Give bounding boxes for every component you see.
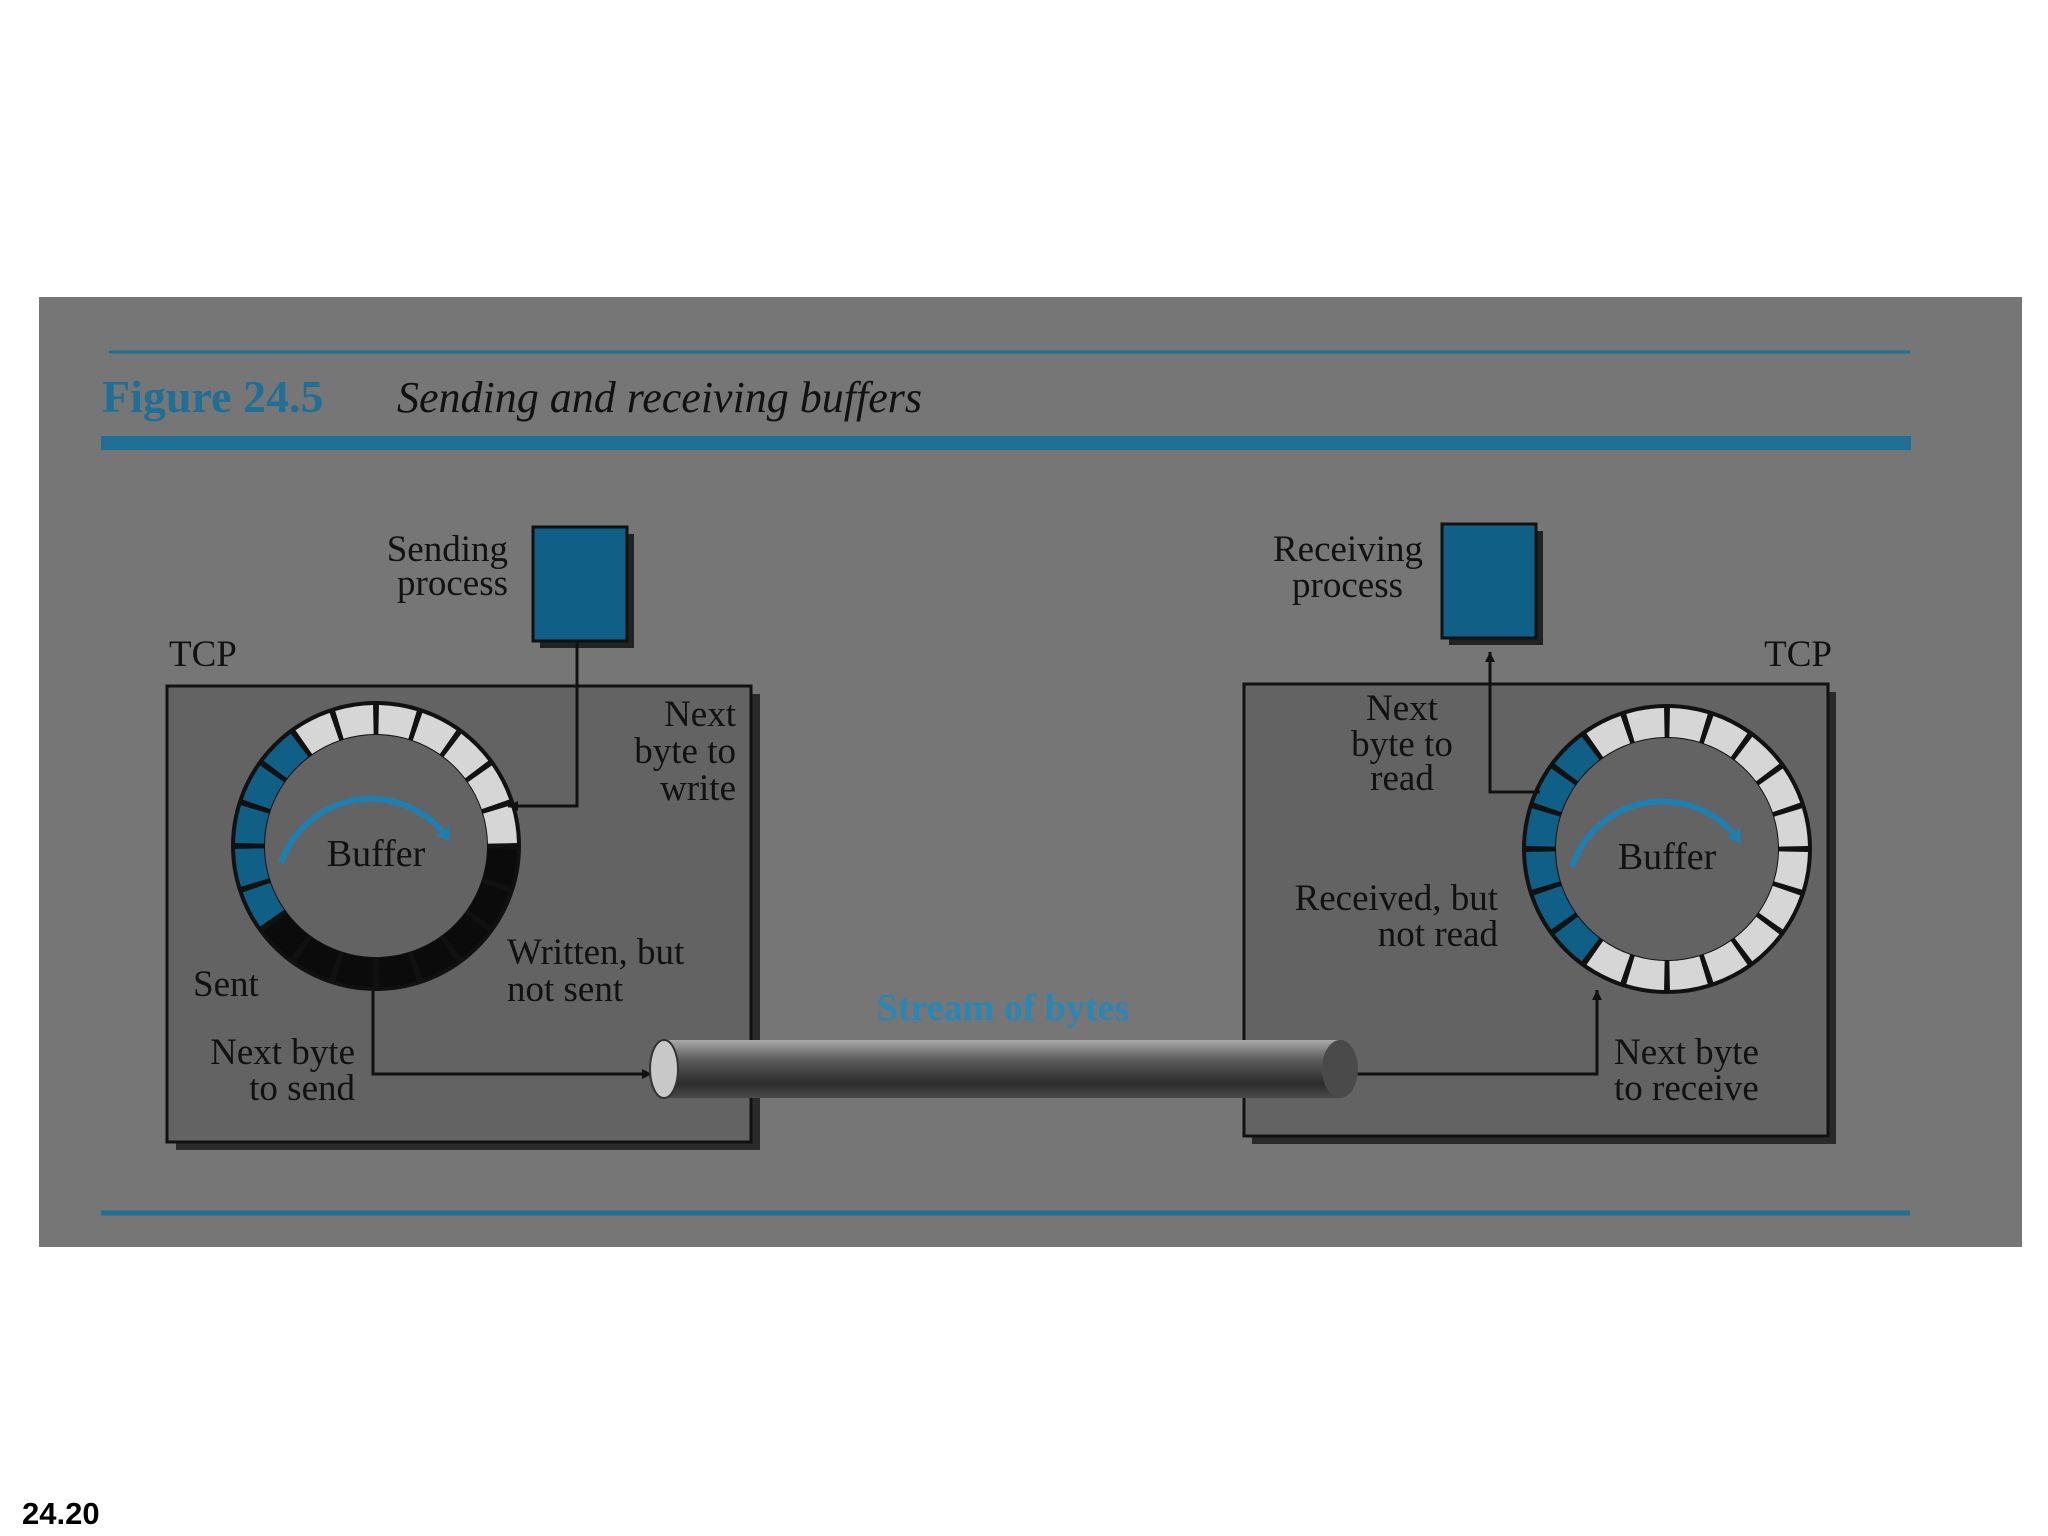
sender-buffer-ring xyxy=(231,701,521,991)
buffer-slot xyxy=(335,705,374,739)
buffer-ring-center xyxy=(1556,738,1778,960)
buffer-slot xyxy=(1626,956,1665,990)
next-byte-send-label-2: to send xyxy=(249,1068,355,1109)
buffer-slot xyxy=(1703,940,1748,983)
buffer-slot xyxy=(443,913,489,959)
buffer-slot xyxy=(1774,851,1808,890)
write-arrow xyxy=(508,641,579,811)
sending-process-label-2: process xyxy=(397,563,508,604)
next-byte-write-label-1: Next xyxy=(664,694,737,735)
buffer-slot xyxy=(483,805,517,844)
receiving-process-label-2: process xyxy=(1292,565,1403,606)
next-byte-receive-label-2: to receive xyxy=(1614,1068,1759,1109)
next-byte-write-label-2: byte to xyxy=(634,731,736,772)
buffer-slot xyxy=(1669,708,1708,742)
written-not-sent-label-1: Written, but xyxy=(507,932,685,973)
next-byte-write-label-3: write xyxy=(660,768,736,809)
next-byte-receive-label-1: Next byte xyxy=(1614,1032,1759,1073)
buffer-slot xyxy=(242,882,285,927)
buffer-slot xyxy=(1554,916,1600,962)
slide-number: 24.20 xyxy=(22,1496,100,1531)
figure-number: Figure 24.5 xyxy=(102,371,323,422)
written-not-sent-label-2: not sent xyxy=(507,969,624,1010)
buffer-slot xyxy=(1669,956,1708,990)
buffer-slot xyxy=(1626,708,1665,742)
sender-tcp-label: TCP xyxy=(169,634,237,675)
buffer-slot xyxy=(263,913,309,959)
buffer-slot xyxy=(467,765,510,810)
buffer-slot xyxy=(1586,940,1631,983)
buffer-slot xyxy=(1734,916,1780,962)
receiver-buffer-ring xyxy=(1522,704,1812,994)
buffer-slot xyxy=(378,705,417,739)
receive-arrow xyxy=(1340,990,1602,1076)
buffer-slot xyxy=(1526,808,1560,847)
buffer-slot xyxy=(1703,715,1748,758)
sender-rotation-arrow-icon xyxy=(278,795,450,864)
buffer-slot xyxy=(1554,736,1600,782)
byte-stream-pipe xyxy=(649,1039,1358,1099)
buffer-slot xyxy=(1533,768,1576,813)
buffer-slot xyxy=(1526,851,1560,890)
receiver-tcp-label: TCP xyxy=(1764,634,1832,675)
next-byte-send-label-1: Next byte xyxy=(210,1032,355,1073)
buffer-ring-center xyxy=(265,735,487,957)
sender-buffer-label: Buffer xyxy=(327,833,426,875)
next-byte-read-label-1: Next xyxy=(1366,688,1439,729)
buffer-slot xyxy=(295,712,340,755)
next-byte-read-label-3: read xyxy=(1370,758,1434,799)
sending-process-label-1: Sending xyxy=(387,529,508,570)
buffer-slot xyxy=(1758,885,1801,930)
received-not-read-label-2: not read xyxy=(1378,914,1499,955)
buffer-slot xyxy=(1533,885,1576,930)
buffer-slot xyxy=(235,848,269,887)
receiver-rotation-arrow-icon xyxy=(1569,798,1742,868)
buffer-slot xyxy=(235,805,269,844)
buffer-slot xyxy=(242,765,285,810)
buffer-slot xyxy=(335,953,374,987)
figure-title: Sending and receiving buffers xyxy=(397,373,922,422)
buffer-slot xyxy=(263,733,309,779)
receiving-process-box xyxy=(1440,522,1543,645)
buffer-slot xyxy=(1774,808,1808,847)
receiving-process-label-1: Receiving xyxy=(1273,529,1423,570)
buffer-slot xyxy=(412,712,457,755)
buffer-slot xyxy=(483,848,517,887)
receiver-buffer-label: Buffer xyxy=(1618,836,1717,878)
read-arrow xyxy=(1485,652,1540,794)
received-not-read-label-1: Received, but xyxy=(1295,878,1499,919)
buffer-slot xyxy=(1758,768,1801,813)
buffer-slot xyxy=(467,882,510,927)
next-byte-read-label-2: byte to xyxy=(1351,724,1453,765)
buffer-slot xyxy=(412,937,457,980)
buffer-slot xyxy=(1734,736,1780,782)
buffer-slot xyxy=(378,953,417,987)
title-underline xyxy=(101,436,1911,450)
buffer-slot xyxy=(295,937,340,980)
sending-process-box xyxy=(531,525,634,648)
stream-of-bytes-label: Stream of bytes xyxy=(877,987,1130,1029)
sent-label: Sent xyxy=(193,964,260,1005)
buffer-slot xyxy=(1586,715,1631,758)
buffer-slot xyxy=(443,733,489,779)
send-arrow xyxy=(371,990,652,1079)
